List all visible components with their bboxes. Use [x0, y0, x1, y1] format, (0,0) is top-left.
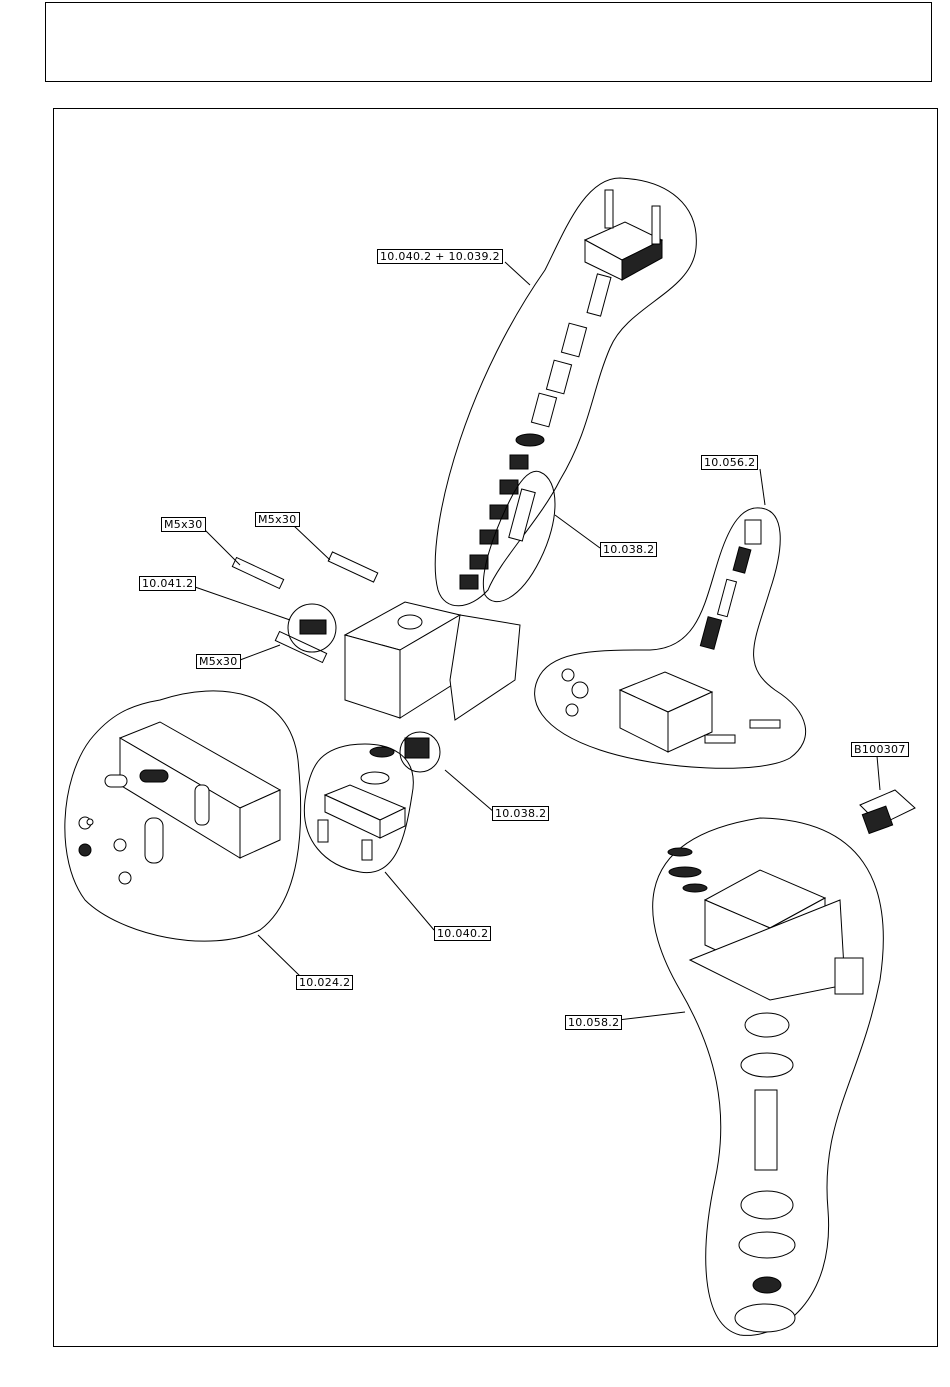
- main-valve-body: [345, 602, 520, 720]
- label-relief-valve: 10.056.2: [701, 455, 758, 470]
- spool-parts: [460, 274, 611, 589]
- relief-valve-parts: [562, 520, 780, 752]
- label-plug: 10.041.2: [139, 576, 196, 591]
- label-fitting: B100307: [851, 742, 909, 757]
- label-spool-assembly: 10.040.2 + 10.039.2: [377, 249, 503, 264]
- label-cover: 10.040.2: [434, 926, 491, 941]
- label-check-valve: 10.038.2: [600, 542, 657, 557]
- label-check-valve-2: 10.038.2: [492, 806, 549, 821]
- check-valve-part-2: [405, 738, 429, 758]
- cover-parts: [318, 747, 405, 860]
- check-valve-part: [509, 489, 535, 541]
- label-bolt-2: M5x30: [255, 512, 300, 527]
- label-base-plate: 10.024.2: [296, 975, 353, 990]
- label-bolt-3: M5x30: [196, 654, 241, 669]
- cylinder-parts: [668, 848, 863, 1332]
- base-plate: [79, 722, 280, 884]
- label-cylinder: 10.058.2: [565, 1015, 622, 1030]
- label-bolt-1: M5x30: [161, 517, 206, 532]
- valve-block-top: [585, 190, 662, 280]
- fitting-b100307: [860, 790, 915, 834]
- plug-part: [300, 620, 326, 634]
